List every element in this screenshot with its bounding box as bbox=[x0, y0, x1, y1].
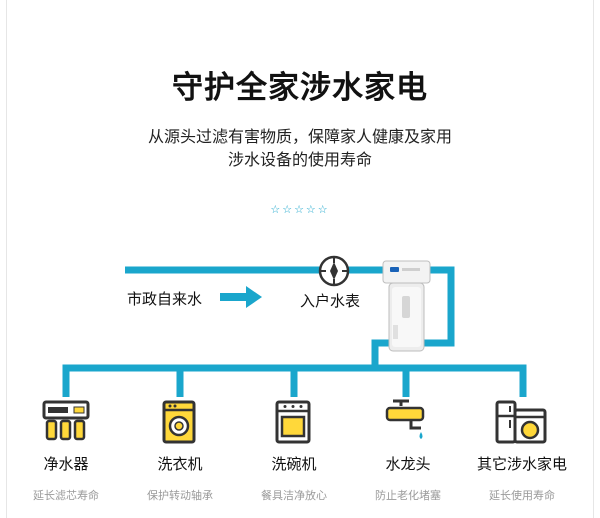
flow-arrow-icon bbox=[220, 286, 262, 308]
meter-label: 入户水表 bbox=[300, 292, 361, 310]
appliance-desc: 防止老化堵塞 bbox=[375, 489, 441, 502]
subtitle-line-1: 从源头过滤有害物质，保障家人健康及家用 bbox=[147, 127, 452, 146]
page-title: 守护全家涉水家电 bbox=[172, 70, 428, 106]
faucet-icon bbox=[385, 399, 425, 439]
subtitle: 从源头过滤有害物质，保障家人健康及家用 涉水设备的使用寿命 bbox=[0, 125, 600, 171]
pre-filter-icon bbox=[382, 260, 431, 352]
appliance-name: 洗衣机 bbox=[157, 455, 203, 473]
frame-left-border bbox=[6, 0, 7, 518]
dishwasher-icon bbox=[275, 400, 311, 444]
appliance-desc: 延长滤芯寿命 bbox=[33, 489, 99, 502]
frame-right-border bbox=[593, 0, 594, 518]
appliance-name: 其它涉水家电 bbox=[476, 455, 567, 473]
star-divider: ☆☆☆☆☆ bbox=[270, 203, 330, 216]
water-meter-icon bbox=[318, 255, 350, 287]
subtitle-line-2: 涉水设备的使用寿命 bbox=[227, 150, 372, 169]
washing-machine-icon bbox=[162, 400, 196, 444]
appliance-desc: 保护转动轴承 bbox=[147, 489, 213, 502]
appliance-name: 洗碗机 bbox=[271, 455, 317, 473]
other-appliances-icon bbox=[495, 400, 547, 444]
appliance-desc: 餐具洁净放心 bbox=[261, 489, 327, 502]
appliance-name: 水龙头 bbox=[385, 455, 431, 473]
source-label: 市政自来水 bbox=[127, 290, 203, 308]
water-purifier-icon bbox=[42, 400, 90, 441]
appliance-desc: 延长使用寿命 bbox=[489, 489, 555, 502]
appliance-name: 净水器 bbox=[43, 455, 89, 473]
